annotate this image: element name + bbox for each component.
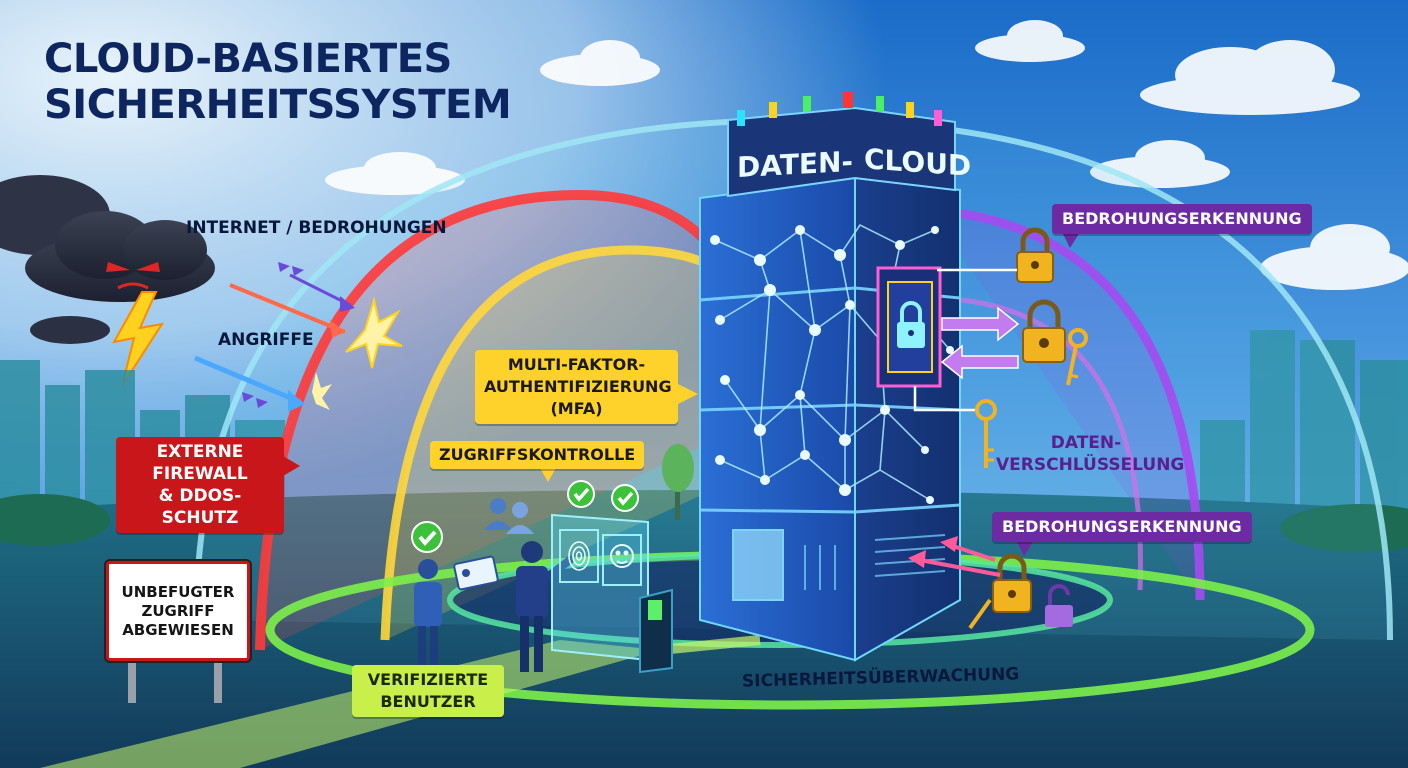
padlock-icon-encryption	[1022, 299, 1066, 363]
scanner-kiosk	[639, 588, 673, 674]
firewall-line-3: & DDOS-SCHUTZ	[158, 486, 242, 528]
tree	[662, 444, 694, 520]
user-group-icon	[484, 498, 534, 534]
key-icon	[975, 328, 1088, 468]
city-skyline-right	[1200, 330, 1408, 530]
lightning-icon	[112, 291, 165, 387]
internet-threats-label: INTERNET / BEDROHUNGEN	[186, 218, 447, 238]
title-line-1: CLOUD-BASIERTES	[44, 36, 452, 82]
tower-label-daten: DATEN-	[737, 144, 854, 185]
threat-detection-bottom-label: BEDROHUNGSERKENNUNG	[992, 512, 1252, 542]
verified-line-2: BENUTZER	[380, 692, 476, 711]
threat-arrows	[908, 536, 1001, 577]
storm-cloud-icon	[0, 175, 215, 344]
padlock-icon-threat	[968, 553, 1073, 630]
sign-post-left	[128, 655, 136, 703]
mfa-line-2: AUTHENTIFIZIERUNG	[484, 377, 672, 396]
fingerprint-icon	[568, 541, 590, 571]
verified-user-left	[414, 555, 499, 666]
impact-spark-icon	[312, 296, 403, 410]
verified-users-label: VERIFIZIERTE BENUTZER	[352, 665, 504, 717]
white-clouds	[325, 20, 1408, 290]
biometric-scanner	[551, 513, 649, 662]
sign-post-right	[214, 655, 222, 703]
connector-lines	[913, 268, 1017, 412]
threat-bottom-tail	[1016, 540, 1034, 556]
roof-beacons	[737, 92, 942, 126]
vault-padlock-icon	[897, 301, 925, 348]
encryption-line-2: VERSCHLÜSSELUNG	[996, 455, 1185, 475]
firewall-label-tail	[283, 456, 300, 476]
sign-line-1: UNBEFUGTER	[121, 582, 235, 601]
mfa-line-1: MULTI-FAKTOR-	[507, 355, 646, 374]
verified-line-1: VERIFIZIERTE	[367, 670, 489, 689]
mfa-line-3: (MFA)	[550, 399, 603, 418]
entry-path-link	[659, 635, 761, 655]
server-racks	[804, 534, 946, 590]
checkmark-icon	[411, 480, 639, 553]
threat-detection-top-label: BEDROHUNGSERKENNUNG	[1052, 204, 1312, 234]
mfa-label: MULTI-FAKTOR- AUTHENTIFIZIERUNG (MFA)	[475, 350, 678, 424]
entry-path	[40, 640, 660, 768]
title-line-2: SICHERHEITSSYSTEM	[44, 82, 512, 128]
page-title: CLOUD-BASIERTES SICHERHEITSSYSTEM	[44, 36, 512, 128]
sign-line-2: ZUGRIFF	[141, 601, 215, 620]
face-scan-icon	[610, 544, 634, 568]
firewall-line-1: EXTERNE	[156, 442, 244, 462]
verified-user-right	[516, 541, 574, 672]
mfa-label-tail	[678, 384, 698, 404]
circuit-nodes	[710, 225, 954, 504]
access-label-tail	[540, 468, 556, 482]
access-control-label: ZUGRIFFSKONTROLLE	[430, 441, 645, 469]
unauthorized-access-sign: UNBEFUGTER ZUGRIFF ABGEWIESEN	[106, 561, 250, 661]
threat-top-tail	[1062, 232, 1080, 248]
firewall-line-2: FIREWALL	[152, 464, 248, 484]
encryption-arrows	[940, 306, 1020, 380]
attacks-label: ANGRIFFE	[218, 330, 314, 350]
padlock-icon	[1016, 227, 1054, 283]
encryption-line-1: DATEN-	[1050, 433, 1122, 453]
firewall-label: EXTERNE FIREWALL & DDOS-SCHUTZ	[116, 437, 284, 533]
data-cloud-tower	[699, 92, 961, 662]
attack-arrows	[194, 262, 355, 412]
sign-line-3: ABGEWIESEN	[122, 620, 234, 639]
bushes	[0, 494, 1408, 552]
encryption-label: DATEN- VERSCHLÜSSELUNG	[996, 432, 1185, 476]
